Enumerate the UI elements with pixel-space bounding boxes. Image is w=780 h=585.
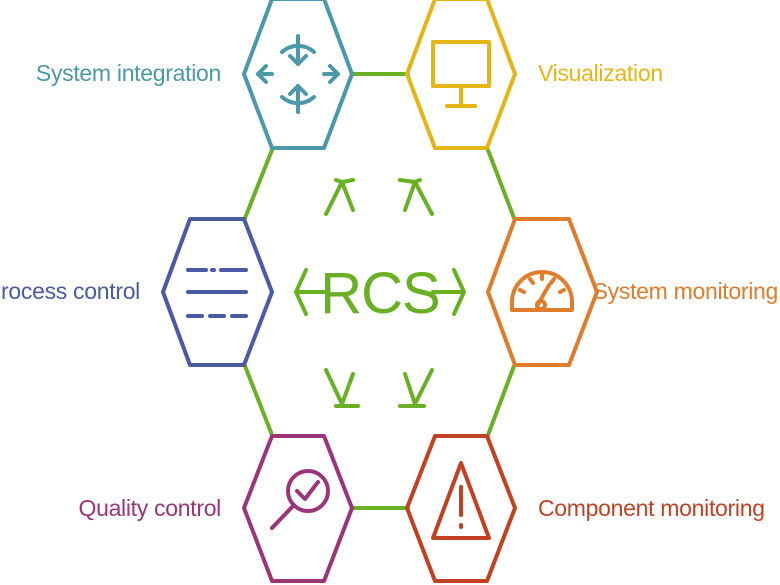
- arrow-right: [431, 268, 466, 316]
- hexagon-visualization: [405, 0, 517, 150]
- hexagon-system-integration: [242, 0, 354, 150]
- label-component-monitoring: Component monitoring: [538, 495, 765, 521]
- label-visualization: Visualization: [538, 60, 663, 86]
- label-process-control: Process control: [0, 278, 140, 304]
- label-system-monitoring: System monitoring: [593, 278, 778, 304]
- hexagon-quality-control: [242, 434, 354, 583]
- node-component-monitoring: [405, 434, 517, 583]
- arrow-up-right: [398, 178, 434, 216]
- connector-visualization-monitoring: [486, 148, 516, 220]
- center-label: RCS: [320, 261, 439, 326]
- connector-integration-process: [243, 148, 274, 220]
- magnifier-check-icon: [270, 469, 330, 530]
- connector-monitoring-component: [486, 364, 516, 437]
- gauge-icon: [510, 270, 574, 312]
- arrow-down-right: [398, 368, 434, 408]
- label-quality-control: Quality control: [78, 495, 221, 521]
- warning-triangle-icon: [431, 461, 491, 540]
- connector-lines: [243, 72, 516, 510]
- node-process-control: [161, 217, 274, 367]
- node-visualization: [405, 0, 517, 150]
- label-system-integration: System integration: [36, 60, 221, 86]
- node-system-monitoring: [486, 217, 599, 367]
- center-arrows: [294, 178, 466, 408]
- node-quality-control: [242, 434, 354, 583]
- arrow-left: [294, 268, 329, 316]
- arrow-down-left: [324, 368, 360, 408]
- hexagon-process-control: [161, 217, 274, 367]
- dashed-lines-icon: [186, 268, 248, 318]
- connector-process-quality: [243, 364, 274, 437]
- arrow-up-left: [324, 178, 355, 216]
- hexagon-system-monitoring: [486, 217, 599, 367]
- sync-arrows-icon: [256, 34, 340, 114]
- node-system-integration: [242, 0, 354, 150]
- monitor-icon: [431, 40, 491, 108]
- hexagon-component-monitoring: [405, 434, 517, 583]
